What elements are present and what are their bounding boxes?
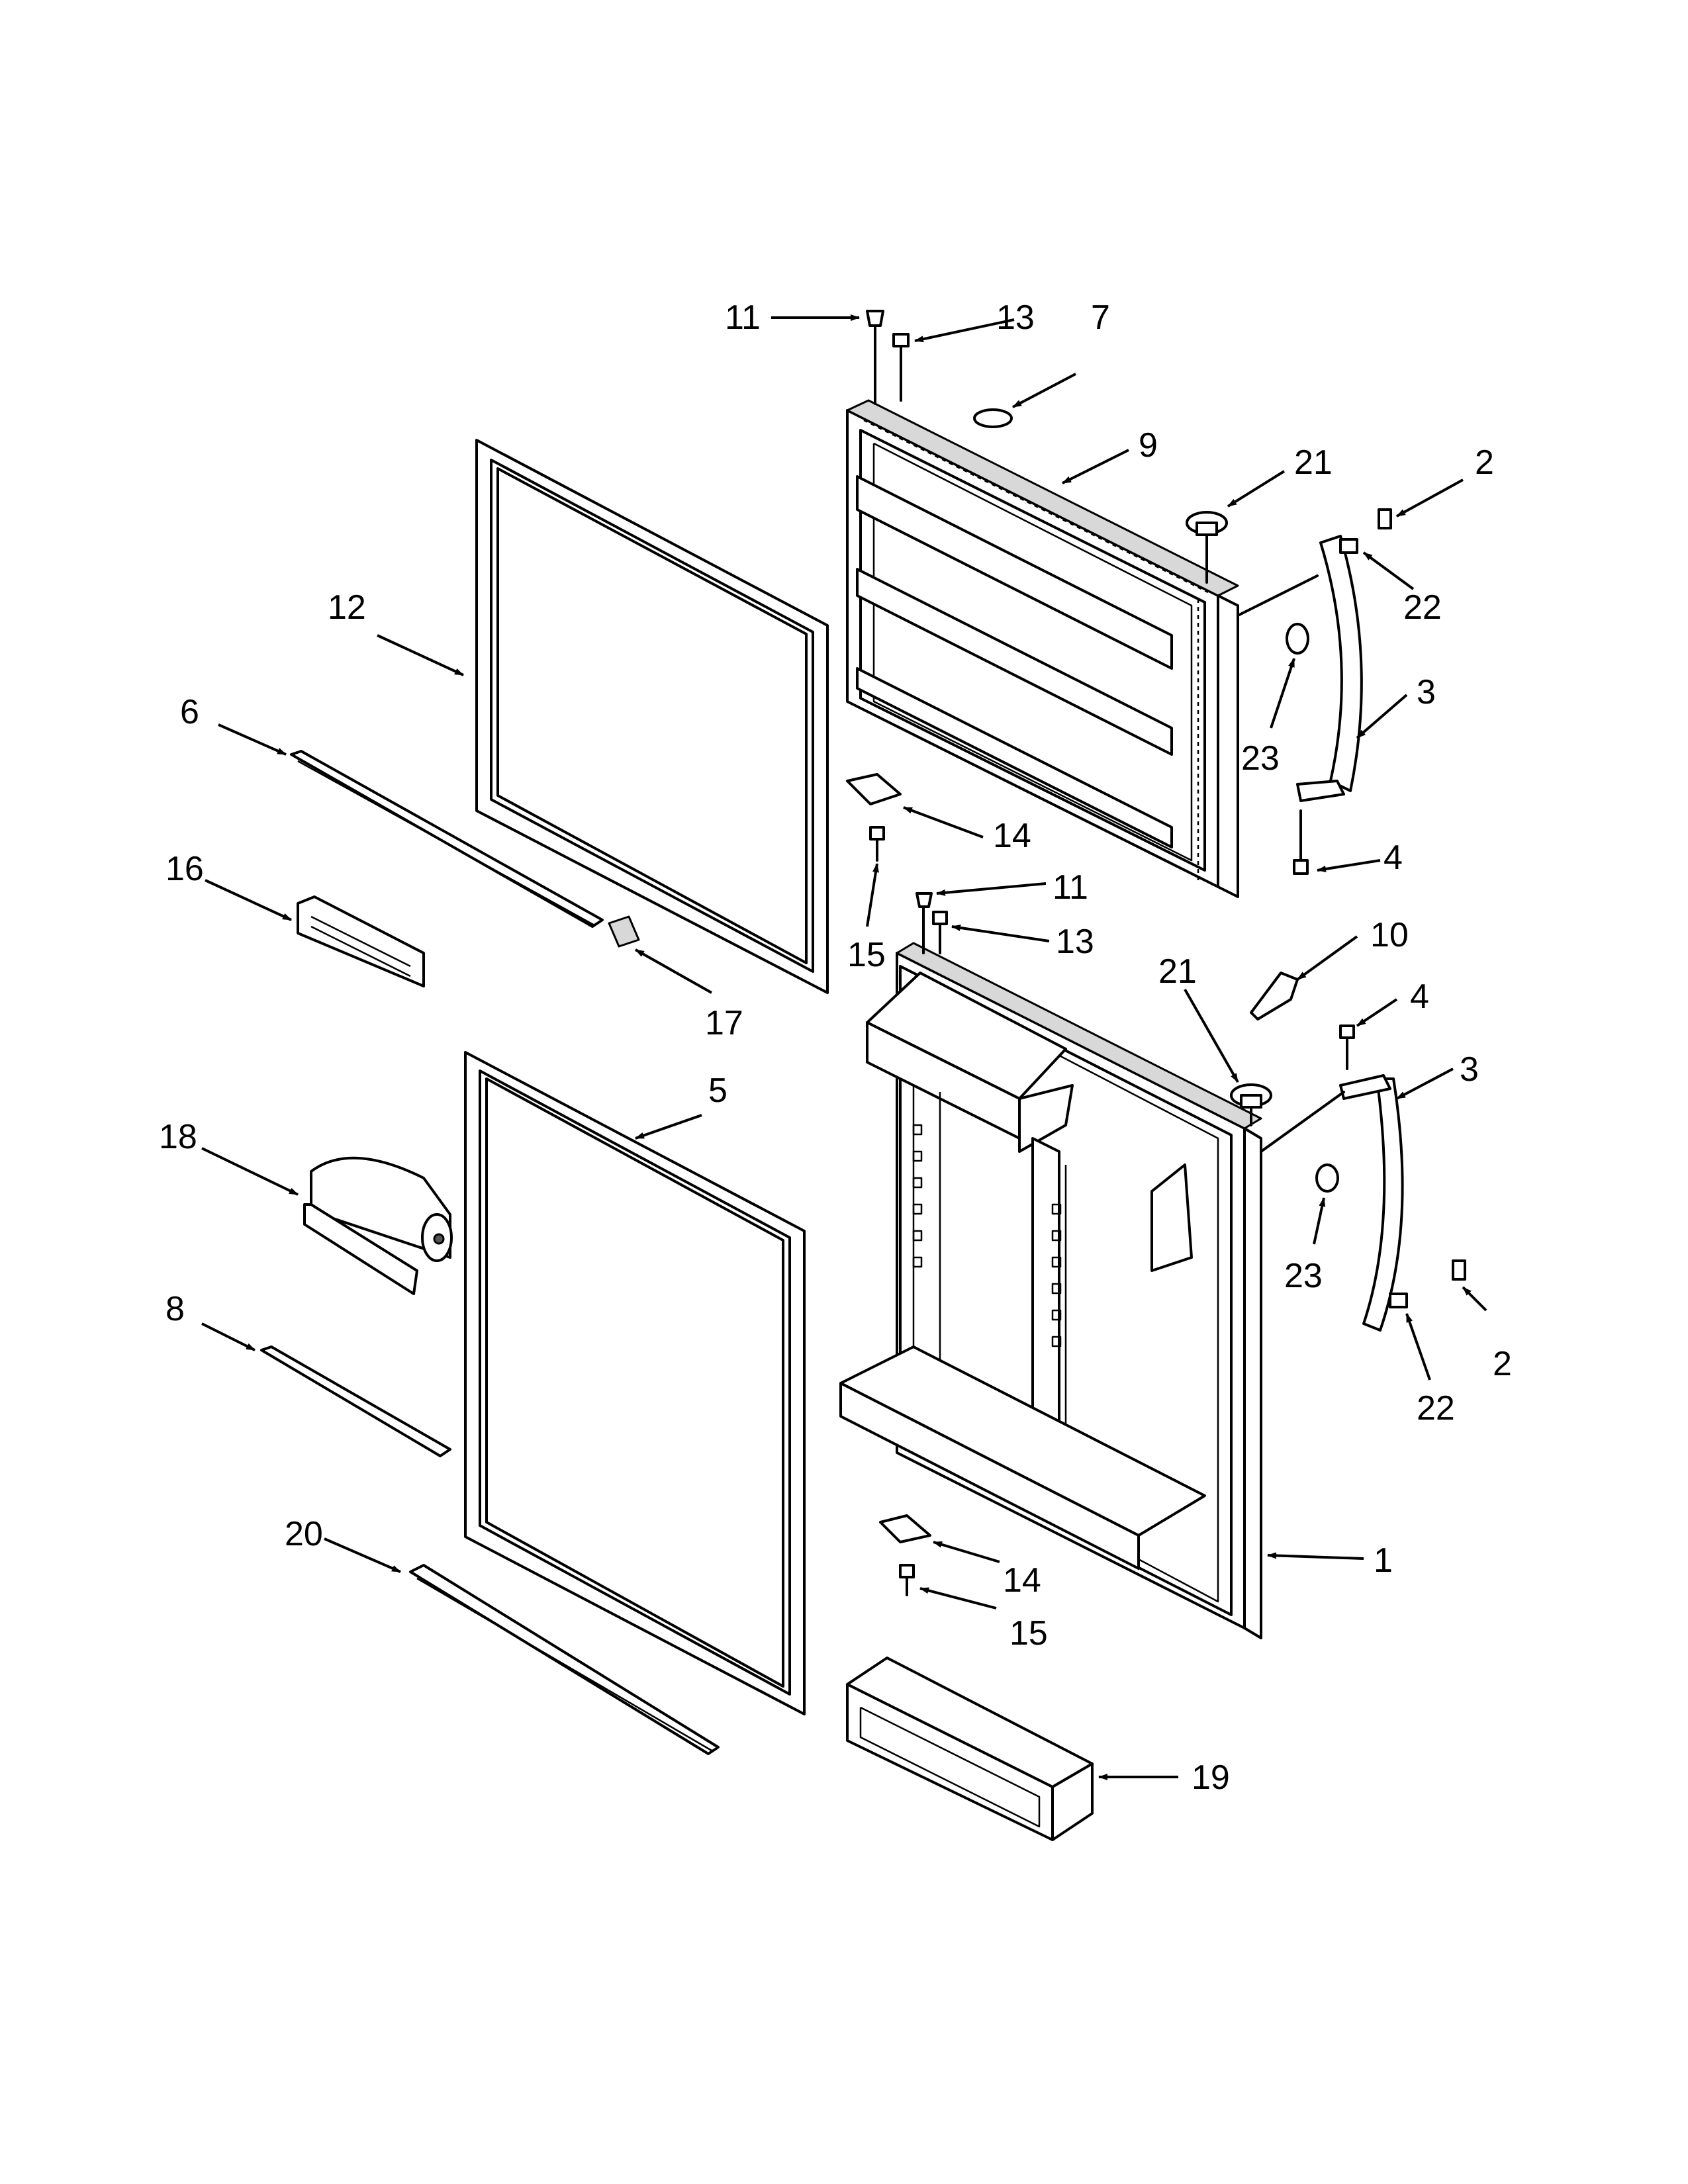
callout-17: 17	[705, 1004, 743, 1042]
callout-4-bottom: 4	[1410, 978, 1429, 1016]
callout-2-top: 2	[1475, 443, 1494, 482]
leader-lines	[201, 314, 1487, 1780]
screw-13-top	[892, 333, 910, 402]
plug-21-bottom	[1230, 1083, 1272, 1126]
plug-21-top	[1186, 511, 1228, 584]
callout-13-mid: 13	[1056, 923, 1094, 961]
spring-22-top	[1339, 538, 1358, 554]
callout-11-mid: 11	[1053, 868, 1088, 907]
screw-13-mid	[932, 911, 948, 954]
callout-9: 9	[1139, 426, 1158, 465]
hinge-14-bottom	[879, 1514, 931, 1543]
callout-12: 12	[328, 588, 366, 627]
washer-7	[973, 408, 1013, 428]
callout-11-top: 11	[725, 298, 761, 337]
callout-5: 5	[708, 1071, 727, 1110]
button-2-bottom	[1452, 1259, 1466, 1281]
callout-10: 10	[1370, 916, 1409, 954]
hinge-pin-11-top	[866, 310, 884, 405]
hinge-14-top	[846, 773, 902, 805]
hex-cap-10	[1250, 972, 1299, 1021]
screw-15-bottom	[899, 1564, 915, 1596]
door-bin-19	[846, 1657, 1094, 1841]
refrigerator-handle-3	[1260, 1074, 1404, 1332]
callout-16: 16	[165, 850, 204, 888]
callout-1: 1	[1374, 1541, 1393, 1580]
callout-20: 20	[285, 1515, 323, 1553]
clip-17	[608, 915, 640, 948]
callout-15-bottom: 15	[1009, 1614, 1048, 1653]
screw-4-top	[1293, 809, 1309, 875]
spring-22-bottom	[1389, 1293, 1408, 1308]
callout-6: 6	[180, 693, 199, 731]
callout-23-bottom: 23	[1284, 1257, 1323, 1295]
callout-labels: 11 13 7 9 21 2 22 12 6 3 23 16 14 4 11 1…	[159, 298, 1512, 1797]
hinge-pin-11-mid	[915, 892, 933, 954]
callout-22-top: 22	[1403, 588, 1442, 627]
callout-19: 19	[1192, 1758, 1230, 1797]
bushing-23-top	[1286, 623, 1309, 655]
refrigerator-door	[839, 942, 1262, 1639]
screw-15-top	[869, 826, 885, 862]
freezer-gasket	[475, 439, 829, 994]
callout-2-bottom: 2	[1493, 1345, 1512, 1383]
freezer-door	[846, 399, 1239, 898]
callout-8: 8	[165, 1290, 185, 1328]
callout-14-bottom: 14	[1003, 1561, 1041, 1600]
callout-22-bottom: 22	[1417, 1389, 1455, 1428]
dairy-door-18	[303, 1156, 453, 1295]
callout-15-top: 15	[847, 936, 886, 974]
refrigerator-gasket	[464, 1051, 806, 1715]
callout-18: 18	[159, 1118, 197, 1156]
callout-3-top: 3	[1417, 673, 1436, 711]
callout-3-bottom: 3	[1460, 1050, 1479, 1089]
bushing-23-bottom	[1315, 1163, 1339, 1193]
callout-7: 7	[1091, 298, 1110, 337]
callout-4-top: 4	[1383, 839, 1403, 877]
callout-23-top: 23	[1241, 739, 1280, 778]
trim-strip-20	[409, 1564, 720, 1755]
callout-21-top: 21	[1294, 443, 1333, 482]
trim-strip-8	[260, 1345, 451, 1457]
screw-4-bottom	[1339, 1024, 1355, 1070]
callout-21-bottom: 21	[1158, 952, 1197, 991]
callout-13-top: 13	[996, 298, 1035, 337]
freezer-handle-3	[1237, 535, 1363, 802]
button-2-top	[1378, 508, 1392, 529]
callout-14-top: 14	[993, 817, 1031, 855]
